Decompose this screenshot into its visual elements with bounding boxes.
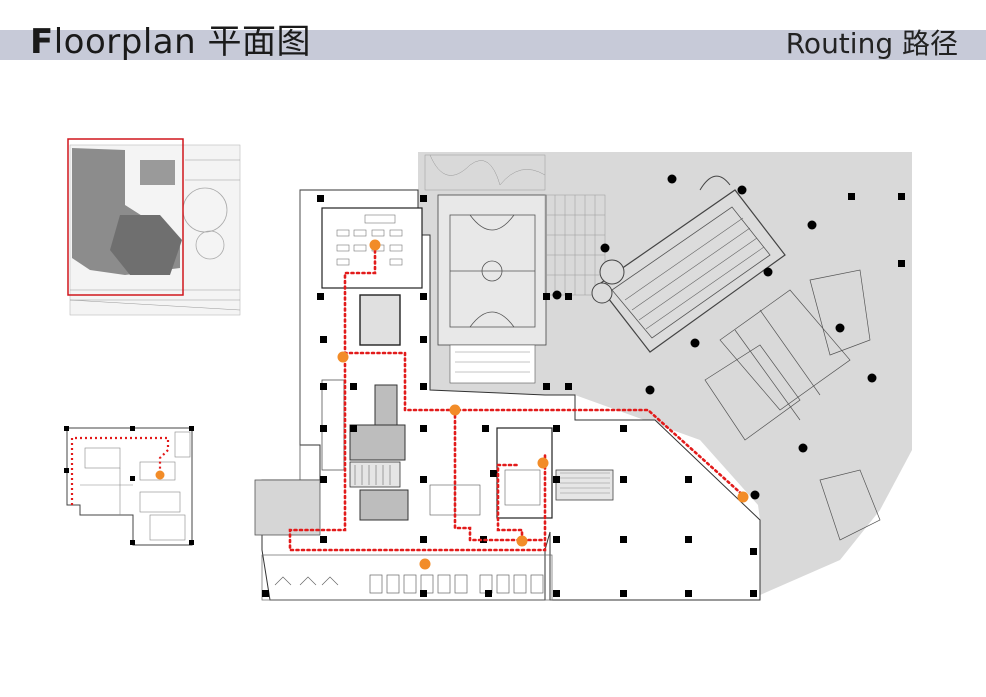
detail-waypoint <box>155 470 165 480</box>
key-plan-core <box>110 215 182 275</box>
waypoint <box>419 558 431 570</box>
detail-route <box>70 436 170 505</box>
title-text: loorplan 平面图 <box>53 22 311 62</box>
route-path <box>288 243 747 552</box>
header-band <box>0 30 986 60</box>
route-loop <box>288 351 547 552</box>
route-branch <box>453 408 547 542</box>
changing-room <box>496 427 553 519</box>
page-title: Floorplan 平面图 <box>30 20 311 64</box>
waypoints <box>337 239 749 570</box>
waypoint <box>337 351 349 363</box>
route-spur <box>496 463 524 542</box>
route-main <box>343 243 747 499</box>
key-plan <box>67 138 241 316</box>
waypoint <box>449 404 461 416</box>
page-subtitle: Routing 路径 <box>785 27 958 60</box>
structural-columns <box>262 193 905 597</box>
central-core <box>349 294 481 521</box>
waypoint <box>369 239 381 251</box>
main-plan <box>254 152 912 601</box>
waypoint <box>737 491 749 503</box>
key-plan-highlight-frame <box>67 138 184 296</box>
waypoint <box>537 457 549 469</box>
title-initial: F <box>30 22 54 62</box>
detail-plan <box>64 426 194 546</box>
basketball-court <box>437 194 547 384</box>
bottom-treatment-row <box>261 554 553 601</box>
waypoint <box>516 535 528 547</box>
swimming-pool <box>591 175 786 353</box>
